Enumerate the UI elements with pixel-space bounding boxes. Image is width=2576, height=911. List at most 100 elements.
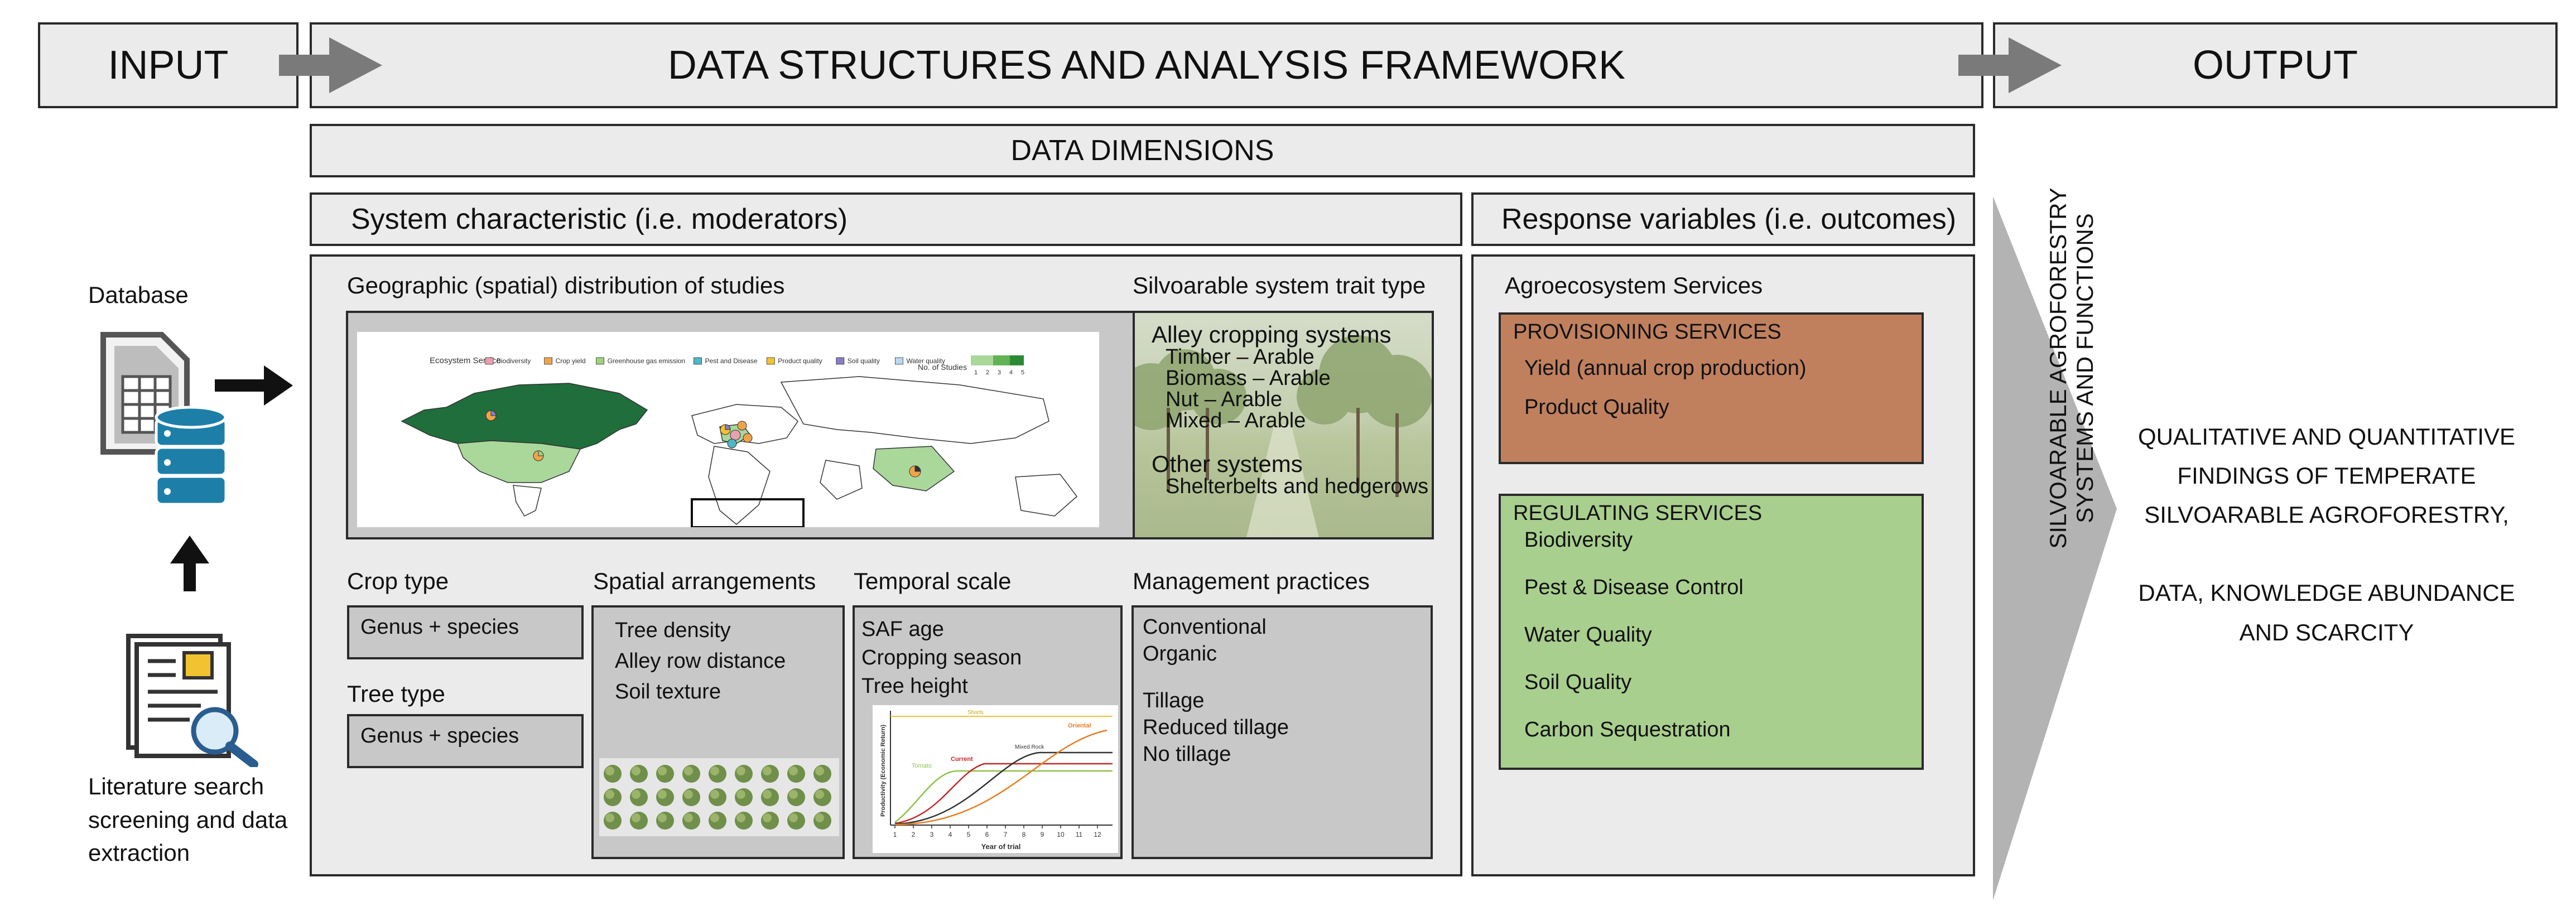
curve-label-5: Shorts <box>967 710 984 716</box>
regulating-title: REGULATING SERVICES <box>1513 502 1763 525</box>
productivity-chart: Tomato Current Mixed Rock Oriental Short… <box>873 705 1118 853</box>
literature-label: Literature search screening and data ext… <box>88 770 287 870</box>
database-arrow-icon <box>215 365 293 406</box>
response-variables-header: Response variables (i.e. outcomes) <box>1471 192 1975 246</box>
header-arrow-input-icon <box>279 37 382 93</box>
tree-highlight-icon <box>763 767 772 775</box>
tree-layout-illustration <box>599 758 839 836</box>
database-icon <box>100 332 228 506</box>
provisioning-box: PROVISIONING SERVICES Yield (annual crop… <box>1499 312 1924 464</box>
crop-type-value: Genus + species <box>360 615 519 639</box>
alley-title: Alley cropping systems <box>1152 321 1391 348</box>
temporal-box: SAF age Cropping season Tree height Toma… <box>853 605 1123 859</box>
legend-label-1: Biodiversity <box>497 357 531 365</box>
system-characteristic-header: System characteristic (i.e. moderators) <box>310 192 1462 246</box>
management-item-5: No tillage <box>1143 742 1231 766</box>
legend-label-6: Soil quality <box>848 357 880 365</box>
provisioning-item-1: Yield (annual crop production) <box>1524 356 1807 380</box>
tree-highlight-icon <box>632 790 641 799</box>
vertical-label-line-2: SYSTEMS AND FUNCTIONS <box>2072 213 2098 523</box>
spatial-title: Spatial arrangements <box>593 568 816 594</box>
tree-highlight-icon <box>789 790 798 799</box>
tree-highlight-icon <box>789 813 798 822</box>
orchard-photo <box>1135 335 1432 537</box>
temporal-title: Temporal scale <box>854 568 1012 594</box>
output-line-3: SILVOARABLE AGROFORESTRY, <box>2144 502 2509 528</box>
chart-tick-label-11: 11 <box>1076 831 1083 838</box>
other-title: Other systems <box>1152 451 1303 477</box>
scale-tick-3: 3 <box>998 369 1001 376</box>
output-line-5: AND SCARCITY <box>2239 619 2414 645</box>
temporal-item-3: Tree height <box>861 674 968 698</box>
literature-line-1: Literature search <box>88 773 264 799</box>
chart-tick-label-1: 1 <box>893 831 897 838</box>
temporal-list: SAF age Cropping season Tree height <box>861 615 1022 701</box>
system-characteristic-label: System characteristic (i.e. moderators) <box>351 203 848 235</box>
silvo-title: Silvoarable system trait type <box>1133 272 1426 298</box>
framework-header: DATA STRUCTURES AND ANALYSIS FRAMEWORK <box>310 22 1983 108</box>
chart-tick-label-7: 7 <box>1004 831 1008 838</box>
chart-tick-label-5: 5 <box>967 831 971 838</box>
output-text: QUALITATIVE AND QUANTITATIVE FINDINGS OF… <box>2115 417 2539 652</box>
legend-swatch-3 <box>596 357 605 365</box>
data-dimensions-bar: DATA DIMENSIONS <box>310 124 1975 177</box>
tree-highlight-icon <box>684 767 693 775</box>
regulating-item-2: Pest & Disease Control <box>1524 576 1744 599</box>
alley-item-2: Biomass – Arable <box>1166 367 1331 390</box>
tree-highlight-icon <box>684 790 693 799</box>
tree-highlight-icon <box>710 790 719 799</box>
legend-label-5: Product quality <box>778 357 822 365</box>
temporal-item-2: Cropping season <box>861 645 1022 669</box>
chart-tick-label-9: 9 <box>1041 831 1044 838</box>
tree-highlight-icon <box>736 813 745 822</box>
spatial-list: Tree density Alley row distance Soil tex… <box>615 615 786 707</box>
tree-highlight-icon <box>736 790 745 799</box>
chart-tick-label-4: 4 <box>948 831 952 838</box>
alley-item-3: Nut – Arable <box>1166 388 1283 411</box>
silvo-photo-panel: Alley cropping systems Timber – Arable B… <box>1133 311 1434 539</box>
legend-swatch-1 <box>485 357 494 365</box>
chart-tick-label-8: 8 <box>1022 831 1026 838</box>
legend-swatch-7 <box>895 357 903 365</box>
legend-swatch-4 <box>694 357 702 365</box>
management-item-2: Organic <box>1143 642 1217 666</box>
literature-line-3: extraction <box>88 840 190 866</box>
output-header-label: OUTPUT <box>2193 43 2358 88</box>
literature-up-arrow-icon <box>170 536 209 591</box>
management-box: Conventional Organic Tillage Reduced til… <box>1131 605 1433 859</box>
chart-ylabel: Productivity (Economic Return) <box>880 725 887 817</box>
scale-tick-2: 2 <box>986 369 989 376</box>
management-list: Conventional Organic Tillage Reduced til… <box>1143 614 1289 768</box>
literature-search-icon <box>126 634 258 767</box>
spatial-box: Tree density Alley row distance Soil tex… <box>591 605 845 859</box>
management-item-3: Tillage <box>1143 688 1205 712</box>
legend-swatch-6 <box>836 357 845 365</box>
tree-highlight-icon <box>658 790 667 799</box>
legend-label-3: Greenhouse gas emission <box>608 357 685 365</box>
tree-type-box: Genus + species <box>347 714 584 768</box>
chart-xlabel: Year of trial <box>981 842 1021 851</box>
spatial-item-2: Alley row distance <box>615 649 786 673</box>
tree-type-value: Genus + species <box>360 724 519 748</box>
input-header-label: INPUT <box>108 43 229 88</box>
response-variables-label: Response variables (i.e. outcomes) <box>1501 203 1957 235</box>
tree-highlight-icon <box>632 767 641 775</box>
scale-tick-4: 4 <box>1009 369 1013 376</box>
literature-line-2: screening and data <box>88 806 288 833</box>
geo-title: Geographic (spatial) distribution of stu… <box>347 272 785 298</box>
legend-label-2: Crop yield <box>556 357 586 365</box>
crop-type-box: Genus + species <box>347 605 584 659</box>
tree-highlight-icon <box>605 767 614 775</box>
chart-tick-label-10: 10 <box>1057 831 1065 838</box>
data-dimensions-label: DATA DIMENSIONS <box>1010 134 1274 167</box>
management-item-1: Conventional <box>1143 615 1267 639</box>
provisioning-item-2: Product Quality <box>1524 396 1669 419</box>
tree-highlight-icon <box>736 767 745 775</box>
geo-legend-title: Ecosystem Service <box>430 356 501 365</box>
tree-highlight-icon <box>710 767 719 775</box>
tree-highlight-icon <box>632 813 641 822</box>
regulating-item-4: Soil Quality <box>1524 671 1632 694</box>
management-item-4: Reduced tillage <box>1143 715 1289 739</box>
legend-label-7: Water quality <box>906 357 945 365</box>
temporal-item-1: SAF age <box>861 618 944 641</box>
